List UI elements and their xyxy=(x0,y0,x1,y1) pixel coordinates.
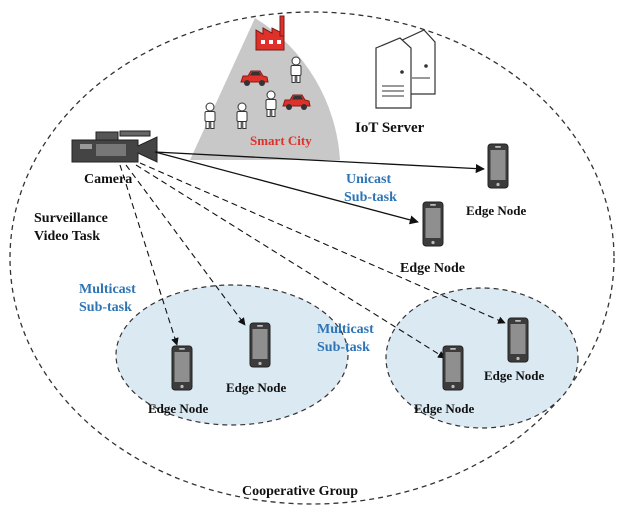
edge-node-label: Edge Node xyxy=(484,368,545,383)
multicast-subtask-label-left: Sub-task xyxy=(79,300,132,315)
multicast-arrow xyxy=(125,164,246,326)
factory-icon xyxy=(255,15,285,51)
multicast-arrow xyxy=(139,162,506,324)
multicast-group-right xyxy=(385,287,579,429)
cooperative-group-boundary xyxy=(9,11,615,505)
edge-node-phone-icon xyxy=(442,345,464,391)
smart-city-label: Smart City xyxy=(250,133,312,148)
unicast-arrow xyxy=(154,151,419,225)
edge-node-phone-icon xyxy=(249,322,271,368)
unicast-arrow xyxy=(154,151,485,174)
multicast-arrow xyxy=(135,164,446,359)
iot-server-label: IoT Server xyxy=(355,120,425,136)
camera-label: Camera xyxy=(84,172,132,187)
edge-node-phone-icon xyxy=(422,201,444,247)
multicast-label-left: Multicast xyxy=(79,282,136,297)
video-task-label: Video Task xyxy=(34,229,100,244)
unicast-label: Unicast xyxy=(346,172,391,187)
edge-node-label: Edge Node xyxy=(400,261,465,276)
edge-node-label: Edge Node xyxy=(226,380,287,395)
surveillance-label: Surveillance xyxy=(34,211,108,226)
multicast-subtask-label-right: Sub-task xyxy=(317,340,370,355)
unicast-subtask-label: Sub-task xyxy=(344,190,397,205)
edge-node-phone-icon xyxy=(487,143,509,189)
edge-node-label: Edge Node xyxy=(148,401,209,416)
multicast-label-right: Multicast xyxy=(317,322,374,337)
edge-node-phone-icon xyxy=(507,317,529,363)
server-icon xyxy=(375,29,436,109)
smart-city-sector xyxy=(190,18,340,160)
edge-node-phone-icon xyxy=(171,345,193,391)
edge-node-label: Edge Node xyxy=(414,401,475,416)
camera-icon xyxy=(71,130,158,163)
cooperative-group-label: Cooperative Group xyxy=(242,484,358,499)
multicast-arrow xyxy=(119,164,179,346)
edge-node-label: Edge Node xyxy=(466,203,527,218)
